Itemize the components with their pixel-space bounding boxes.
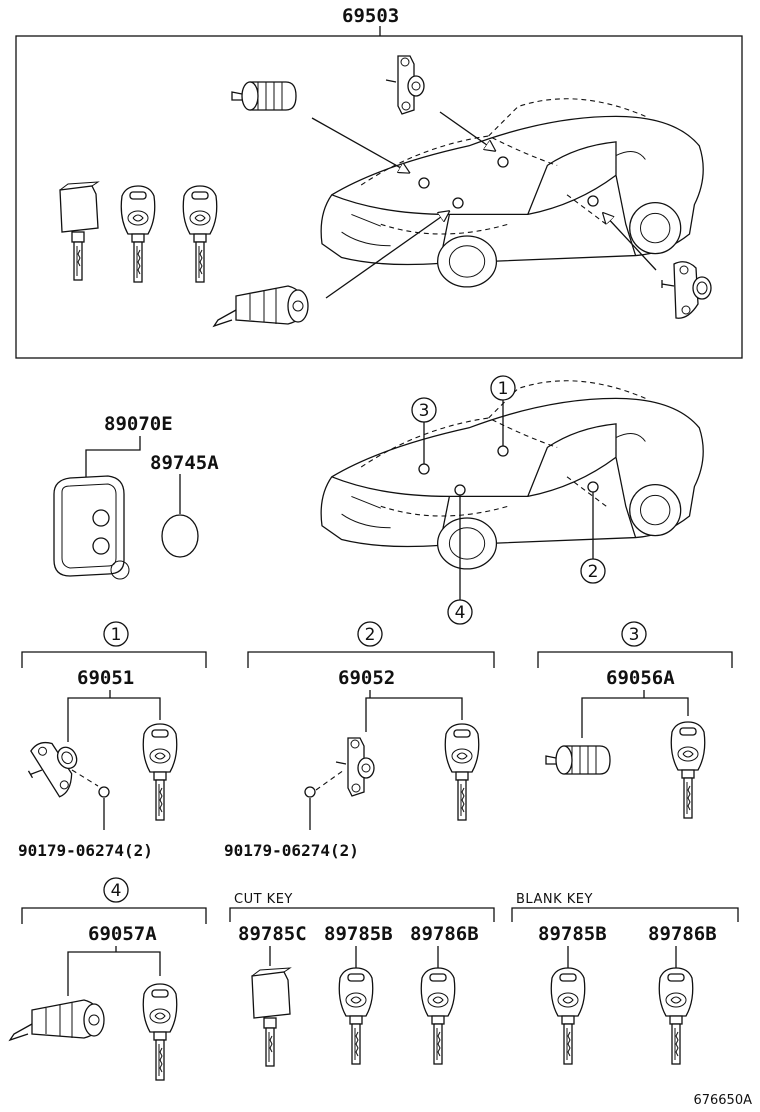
- section-3: 3 69056A: [537, 621, 733, 819]
- lock-location-marker: [418, 177, 430, 189]
- assembly-part-number: 69503: [342, 5, 399, 27]
- battery-icon: [161, 514, 199, 558]
- key-icon: [120, 185, 156, 283]
- marker-3: 3: [411, 397, 437, 464]
- callout-leader: [85, 436, 181, 514]
- svg-text:2: 2: [365, 625, 376, 645]
- svg-text:90179-06274(2): 90179-06274(2): [224, 841, 359, 860]
- svg-text:69056A: 69056A: [606, 667, 675, 689]
- ignition-lock-icon: [213, 285, 309, 327]
- cut-key-group: CUT KEY 89785C 89785B 89786B: [229, 892, 495, 1067]
- lock-location-marker: [497, 156, 509, 168]
- svg-text:4: 4: [455, 603, 466, 623]
- svg-text:1: 1: [111, 625, 122, 645]
- svg-text:2: 2: [588, 562, 599, 582]
- arrow: [311, 117, 408, 172]
- marker-4: 4: [447, 495, 473, 625]
- svg-text:69052: 69052: [338, 667, 395, 689]
- door-lock-icon: [661, 261, 712, 319]
- arrow: [604, 214, 657, 271]
- svg-text:CUT KEY: CUT KEY: [234, 892, 293, 907]
- diagram-reference-code: 676650A: [693, 1093, 752, 1108]
- svg-text:89786B: 89786B: [648, 923, 717, 945]
- lock-location-marker: [497, 445, 509, 457]
- arrow: [439, 111, 494, 150]
- car-illustration: [320, 380, 704, 570]
- svg-text:3: 3: [629, 625, 640, 645]
- marker-2: 2: [580, 492, 606, 584]
- lock-location-marker: [587, 195, 599, 207]
- section-1: 1 69051 90179-06274(2): [18, 621, 207, 860]
- transmitter-part-number: 89070E: [104, 413, 173, 435]
- glovebox-lock-icon: [231, 81, 297, 111]
- lock-location-marker: [587, 481, 599, 493]
- arrow: [325, 212, 448, 299]
- section-2: 2 69052 90179-06274(2): [224, 621, 495, 860]
- svg-text:BLANK KEY: BLANK KEY: [516, 892, 593, 907]
- svg-text:89785B: 89785B: [324, 923, 393, 945]
- svg-text:4: 4: [111, 881, 122, 901]
- svg-text:69051: 69051: [77, 667, 134, 689]
- lock-location-marker: [418, 463, 430, 475]
- assembly-frame: [15, 35, 743, 359]
- blank-key-group: BLANK KEY 89785B 89786B: [511, 892, 739, 1065]
- svg-text:1: 1: [498, 379, 509, 399]
- section-4: 4 69057A: [9, 877, 207, 1081]
- svg-text:3: 3: [419, 401, 430, 421]
- transmitter-icon: [53, 475, 130, 580]
- key-icon: [182, 185, 218, 283]
- marker-1: 1: [490, 375, 516, 446]
- flip-key-icon: [59, 181, 99, 281]
- lock-location-marker: [452, 197, 464, 209]
- trunk-lock-icon: [385, 55, 425, 115]
- svg-text:89786B: 89786B: [410, 923, 479, 945]
- svg-text:90179-06274(2): 90179-06274(2): [18, 841, 153, 860]
- lock-location-marker: [454, 484, 466, 496]
- svg-text:89785B: 89785B: [538, 923, 607, 945]
- svg-text:69057A: 69057A: [88, 923, 157, 945]
- battery-part-number: 89745A: [150, 452, 219, 474]
- svg-text:89785C: 89785C: [238, 923, 307, 945]
